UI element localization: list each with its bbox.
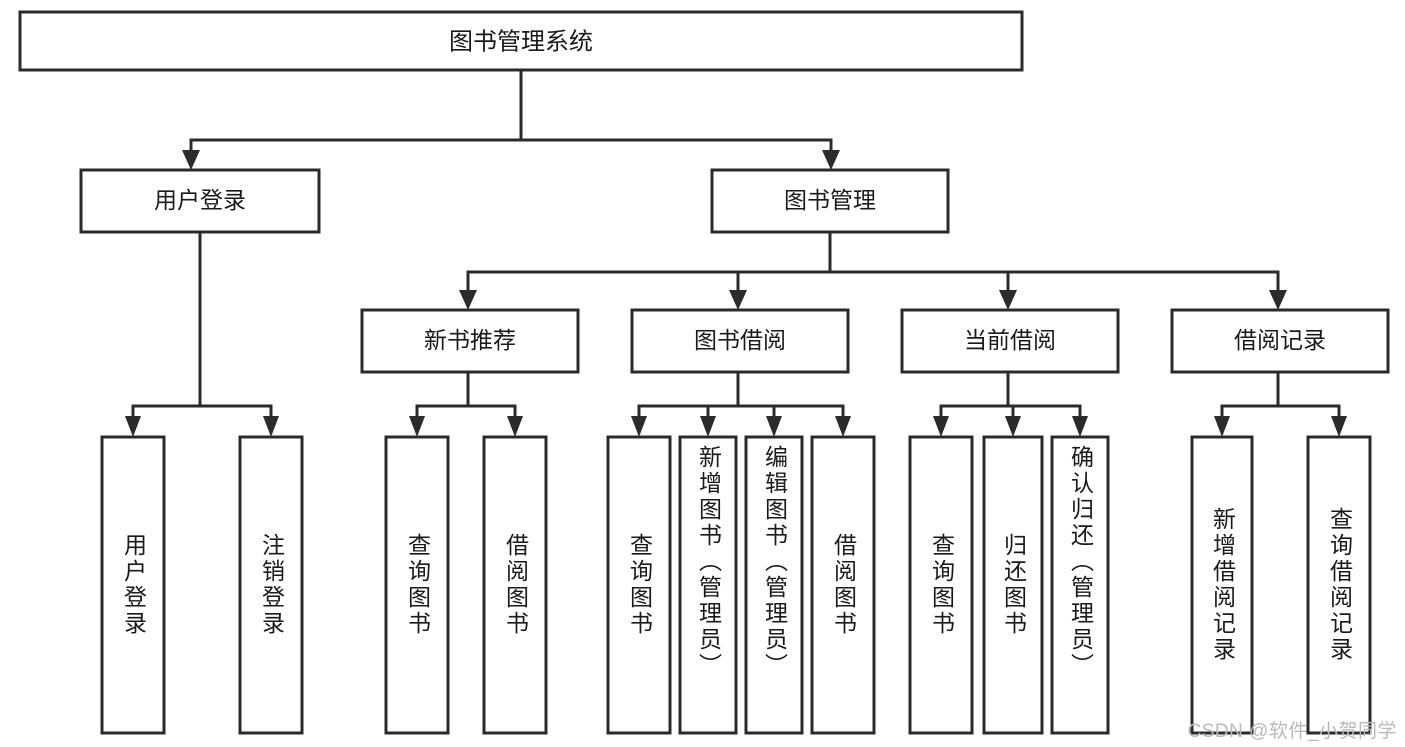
- arrow-head-book-manage: [822, 150, 840, 170]
- node-new-book-recommend-label: 新书推荐: [424, 327, 516, 353]
- leaf-query-book-1-box[interactable]: [384, 435, 450, 735]
- node-user-login-box[interactable]: [79, 168, 321, 234]
- leaf-user-login-box[interactable]: [100, 435, 166, 735]
- node-current-borrow[interactable]: 当前借阅: [900, 308, 1120, 374]
- arrow-head-current-borrow: [999, 290, 1017, 310]
- connectors-group: [125, 68, 1347, 437]
- leaf-query-book-2-box[interactable]: [606, 435, 672, 735]
- arrow-head-leaf-confirm-return: [1072, 416, 1088, 437]
- arrow-head-user-login: [182, 150, 200, 170]
- node-new-book-recommend[interactable]: 新书推荐: [360, 308, 580, 374]
- arrow-head-leaf-borrow-book-2: [835, 416, 851, 437]
- node-root[interactable]: 图书管理系统: [18, 10, 1024, 72]
- node-borrow-record-box[interactable]: [1170, 308, 1390, 374]
- leaf-return-book-box[interactable]: [982, 435, 1044, 735]
- node-new-book-recommend-box[interactable]: [360, 308, 580, 374]
- node-book-borrow[interactable]: 图书借阅: [630, 308, 850, 374]
- leaf-query-record-box[interactable]: [1306, 435, 1372, 735]
- arrow-head-leaf-query-book-2: [631, 416, 647, 437]
- node-root-label: 图书管理系统: [449, 28, 593, 55]
- node-user-login-label: 用户登录: [154, 187, 246, 213]
- node-borrow-record-label: 借阅记录: [1234, 327, 1326, 353]
- node-book-manage-label: 图书管理: [784, 187, 876, 213]
- node-book-manage[interactable]: 图书管理: [710, 168, 950, 234]
- node-current-borrow-box[interactable]: [900, 308, 1120, 374]
- leaf-edit-book-box[interactable]: [744, 435, 804, 735]
- arrow-head-leaf-add-record: [1214, 416, 1230, 437]
- node-borrow-record[interactable]: 借阅记录: [1170, 308, 1390, 374]
- node-root-box[interactable]: [18, 10, 1024, 72]
- node-book-borrow-box[interactable]: [630, 308, 850, 374]
- csdn-watermark: CSDN @软件_小贺同学: [1187, 721, 1397, 742]
- node-book-manage-box[interactable]: [710, 168, 950, 234]
- node-current-borrow-label: 当前借阅: [964, 327, 1056, 353]
- arrow-head-leaf-query-record: [1331, 416, 1347, 437]
- node-user-login[interactable]: 用户登录: [79, 168, 321, 234]
- arrow-head-leaf-add-book: [700, 416, 716, 437]
- arrow-head-new-book-recommend: [459, 290, 477, 310]
- arrow-head-leaf-user-logout: [263, 416, 279, 437]
- leaf-add-record-box[interactable]: [1190, 435, 1254, 735]
- arrow-head-leaf-user-login: [125, 416, 141, 437]
- arrow-head-leaf-query-book-1: [409, 416, 425, 437]
- arrow-head-leaf-query-book-3: [933, 416, 949, 437]
- arrow-head-borrow-record: [1269, 290, 1287, 310]
- leaf-boxes-group: [100, 435, 1372, 735]
- leaf-borrow-book-1-box[interactable]: [482, 435, 548, 735]
- leaf-borrow-book-2-box[interactable]: [810, 435, 876, 735]
- arrow-head-leaf-edit-book: [766, 416, 782, 437]
- arrow-head-leaf-return-book: [1005, 416, 1021, 437]
- leaf-user-logout-box[interactable]: [238, 435, 304, 735]
- leaf-query-book-3-box[interactable]: [908, 435, 974, 735]
- leaf-add-book-box[interactable]: [678, 435, 738, 735]
- arrow-head-leaf-borrow-book-1: [507, 416, 523, 437]
- node-book-borrow-label: 图书借阅: [694, 327, 786, 353]
- arrow-head-book-borrow: [729, 290, 747, 310]
- leaf-confirm-return-box[interactable]: [1050, 435, 1110, 735]
